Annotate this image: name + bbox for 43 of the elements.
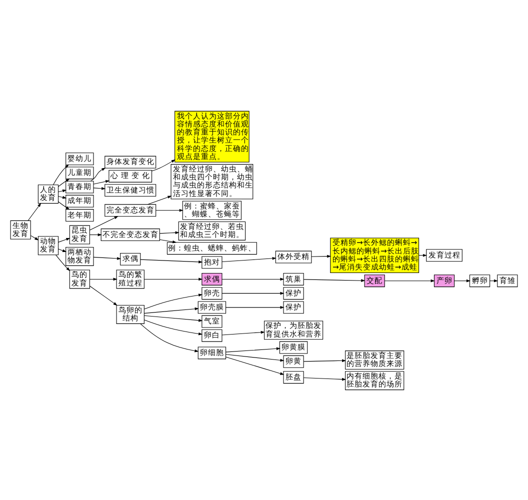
arrow bbox=[226, 354, 284, 362]
arrow bbox=[454, 278, 471, 282]
arrow bbox=[58, 248, 67, 252]
arrow bbox=[144, 306, 199, 314]
arrow bbox=[159, 230, 180, 234]
arrow bbox=[58, 178, 70, 186]
arrow bbox=[90, 285, 118, 306]
arrow bbox=[58, 237, 70, 242]
arrow bbox=[226, 346, 280, 352]
arrow bbox=[144, 277, 203, 280]
arrow bbox=[303, 278, 366, 282]
arrow bbox=[52, 164, 69, 185]
arrow bbox=[93, 180, 110, 184]
arrow bbox=[90, 167, 106, 181]
arrow bbox=[58, 189, 67, 192]
arrow bbox=[93, 186, 106, 190]
arrow bbox=[222, 330, 265, 335]
arrow bbox=[222, 277, 284, 280]
arrow bbox=[311, 254, 332, 258]
arrow bbox=[222, 256, 276, 262]
arrow bbox=[144, 314, 203, 322]
arrow bbox=[222, 291, 284, 294]
arrow bbox=[90, 216, 118, 230]
arrow bbox=[226, 306, 284, 308]
arrow bbox=[148, 195, 172, 204]
arrow bbox=[156, 208, 184, 212]
arrow bbox=[303, 358, 346, 362]
arrow bbox=[140, 258, 203, 263]
arrow bbox=[28, 202, 42, 220]
arrow bbox=[140, 323, 199, 352]
arrow bbox=[58, 200, 70, 210]
arrow bbox=[226, 356, 284, 374]
arrow bbox=[56, 254, 70, 271]
arrow bbox=[159, 238, 177, 243]
arrow bbox=[303, 376, 346, 380]
arrow bbox=[144, 319, 203, 335]
arrow bbox=[384, 278, 435, 282]
arrow bbox=[58, 195, 67, 198]
arrow bbox=[93, 256, 122, 260]
arrow bbox=[152, 158, 176, 171]
arrow bbox=[30, 234, 39, 240]
arrow bbox=[144, 293, 203, 309]
arrow bbox=[90, 277, 118, 280]
